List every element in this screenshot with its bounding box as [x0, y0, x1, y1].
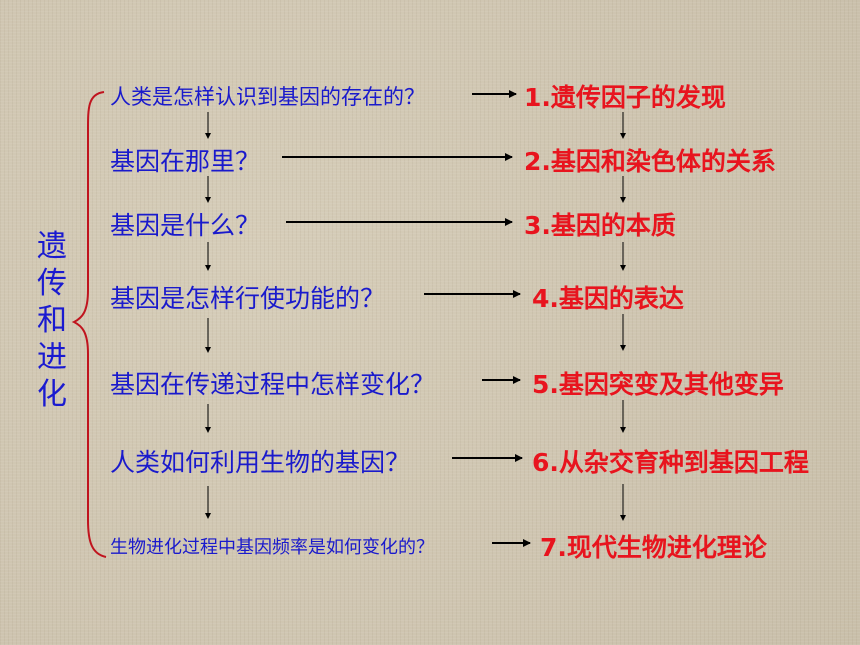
topic-5: 5.基因突变及其他变异 — [532, 370, 784, 399]
topic-4: 4.基因的表达 — [532, 284, 684, 313]
title-char: 和 — [37, 303, 67, 338]
topic-3: 3.基因的本质 — [524, 211, 676, 240]
curly-bracket — [71, 91, 107, 558]
title-char: 进 — [37, 340, 67, 375]
question-1: 人类是怎样认识到基因的存在的？ — [110, 85, 425, 109]
question-2: 基因在那里？ — [110, 147, 261, 176]
title-char: 传 — [37, 266, 67, 301]
question-7: 生物进化过程中基因频率是如何变化的？ — [110, 537, 434, 558]
topic-2: 2.基因和染色体的关系 — [524, 147, 776, 176]
section-title: 遗 传 和 进 化 — [30, 228, 74, 413]
topic-7: 7.现代生物进化理论 — [540, 533, 767, 562]
question-5: 基因在传递过程中怎样变化？ — [110, 370, 436, 399]
topic-1: 1.遗传因子的发现 — [524, 83, 726, 112]
title-char: 遗 — [37, 229, 67, 264]
question-3: 基因是什么？ — [110, 211, 261, 240]
title-char: 化 — [37, 377, 67, 412]
question-6: 人类如何利用生物的基因？ — [110, 448, 411, 477]
question-4: 基因是怎样行使功能的？ — [110, 284, 386, 313]
topic-6: 6.从杂交育种到基因工程 — [532, 448, 809, 477]
